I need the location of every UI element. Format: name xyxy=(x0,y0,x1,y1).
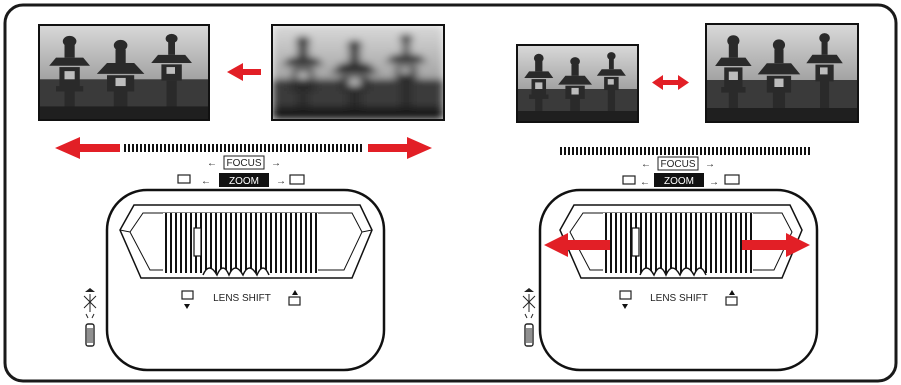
zoom-out-arrow xyxy=(544,233,610,257)
lens-icon xyxy=(559,204,803,279)
focus-label: FOCUS xyxy=(227,158,262,169)
zoom-label-row: ← ZOOM → xyxy=(177,173,305,187)
focus-badge xyxy=(657,156,699,171)
focus-right-arrow-text: → xyxy=(705,159,715,170)
focus-ring-scale xyxy=(55,137,432,159)
zoom-in-arrow xyxy=(742,233,810,257)
small-image-icon xyxy=(516,44,639,123)
shift-down-arrow-icon xyxy=(622,304,628,309)
lens-shift-label: LENS SHIFT xyxy=(213,293,271,304)
zoom-right-arrow-text: → xyxy=(276,176,286,187)
small-screen-icon xyxy=(622,175,636,185)
focus-badge xyxy=(223,155,265,170)
focus-label-row: ← FOCUS → xyxy=(207,155,281,170)
zoom-badge xyxy=(654,173,704,187)
zoom-badge xyxy=(219,173,269,187)
shift-down-arrow-icon xyxy=(184,304,190,309)
shift-control-icon xyxy=(522,288,536,347)
focus-left-arrow-text: ← xyxy=(641,159,651,170)
ring-left-arrow xyxy=(55,137,120,159)
small-screen-icon xyxy=(177,174,191,184)
shift-down-screen-icon xyxy=(619,290,632,300)
shift-control-icon xyxy=(83,288,97,347)
large-image-icon xyxy=(705,23,859,123)
large-screen-icon xyxy=(724,174,740,185)
zoom-label-row-right: ← ZOOM → xyxy=(622,173,740,188)
projector-body-right: LENS SHIFT xyxy=(538,188,819,372)
shift-up-screen-icon xyxy=(725,296,738,306)
lens-shift-label: LENS SHIFT xyxy=(650,293,708,304)
sharp-image-icon xyxy=(38,24,210,121)
focus-left-arrow-text: ← xyxy=(207,158,217,169)
focus-label-row-right: ← FOCUS → xyxy=(641,156,715,171)
projector-body: LENS SHIFT xyxy=(105,188,386,372)
zoom-result-arrow xyxy=(652,75,689,90)
zoom-left-arrow-text: ← xyxy=(640,177,650,188)
large-screen-icon xyxy=(289,174,305,185)
shift-up-arrow-icon xyxy=(292,290,298,295)
focus-ring-icon xyxy=(124,144,364,152)
shift-up-arrow-icon xyxy=(729,290,735,295)
focus-result-arrow xyxy=(227,63,261,81)
focus-label: FOCUS xyxy=(661,159,696,170)
zoom-label: ZOOM xyxy=(664,176,694,187)
focus-right-arrow-text: → xyxy=(271,158,281,169)
zoom-right-arrow-text: → xyxy=(709,177,719,188)
ring-right-arrow xyxy=(368,137,432,159)
left-panel: ← FOCUS → ← ZOOM → xyxy=(38,24,445,372)
right-panel: ← FOCUS → ← ZOOM → xyxy=(516,23,859,372)
blurred-image-icon xyxy=(271,24,445,121)
zoom-ring-icon xyxy=(560,147,810,155)
shift-down-screen-icon xyxy=(181,290,194,300)
zoom-label: ZOOM xyxy=(229,176,259,187)
lens-icon xyxy=(119,204,373,279)
zoom-left-arrow-text: ← xyxy=(201,176,211,187)
shift-up-screen-icon xyxy=(288,296,301,306)
